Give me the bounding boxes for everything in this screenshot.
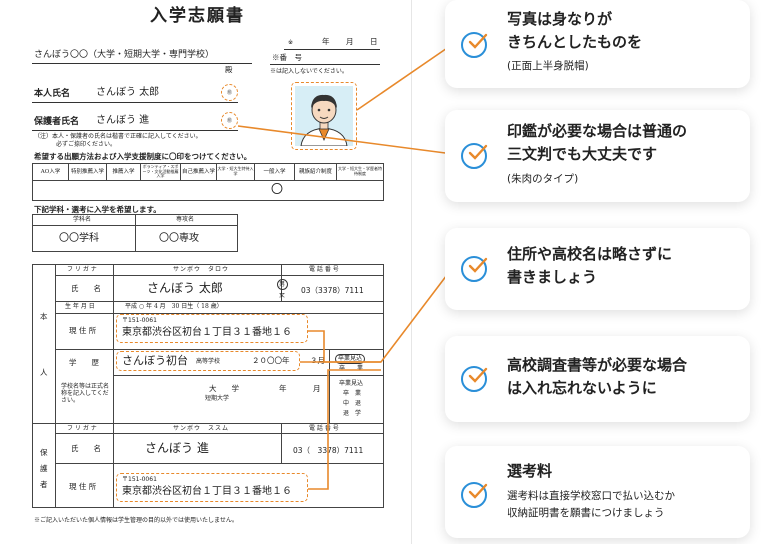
method-table: AO入学 特別推薦入学 推薦入学 ボランティア・スポーツ・文化活動推薦入学 自己… xyxy=(32,163,384,201)
dept-value: 〇〇学科 xyxy=(59,233,99,244)
date-mark: ※ xyxy=(288,39,294,46)
course-value: 〇〇専攻 xyxy=(159,233,199,244)
guardian-name-value: さんぼう 進 xyxy=(145,441,209,455)
applicant-name: さんぼう 太郎 xyxy=(96,87,160,98)
tip-card-photo: 写真は身なりが きちんとしたものを (正面上半身脱帽) xyxy=(445,0,750,88)
name-value: さんぼう 太郎 xyxy=(147,281,223,295)
guardian-address-highlight xyxy=(116,473,308,502)
applicant-seal: ㊞ xyxy=(221,84,238,101)
method-selected-mark: 〇 xyxy=(271,182,284,196)
form-title: 入学志願書 xyxy=(150,6,245,26)
tel-value: 03（3378）7111 xyxy=(301,286,364,295)
note-mark: ※は記入しないでください。 xyxy=(270,68,348,75)
check-circle-icon xyxy=(461,143,488,169)
tip-card-fee: 選考料 選考料は直接学校窓口で払い込むか 収納証明書を願書につけましょう xyxy=(445,446,750,538)
check-circle-icon xyxy=(461,256,488,282)
birth-value: 平成 ○ 年 4 月 30 日生（ 18 歳） xyxy=(125,303,223,310)
tip-card-seal: 印鑑が必要な場合は普通の 三文判でも大丈夫です (朱肉のタイプ) xyxy=(445,110,750,202)
personal-table: 本 人 保 護 者 フ リ ガ ナ サンボウ タロウ 電 話 番 号 氏 名 さ… xyxy=(32,264,384,508)
check-circle-icon xyxy=(461,366,488,392)
school-name: さんぼう初台 xyxy=(122,354,188,367)
check-circle-icon xyxy=(461,32,488,58)
school-line: さんぼう〇〇（大学・短期大学・専門学校） xyxy=(34,50,215,60)
check-circle-icon xyxy=(461,482,488,508)
photo-highlight xyxy=(291,82,357,150)
gender-female: 女 xyxy=(279,292,286,299)
dept-heading: 下記学科・選考に入学を希望します。 xyxy=(34,205,161,214)
guardian-seal: ㊞ xyxy=(221,112,238,129)
tono: 殿 xyxy=(225,65,233,74)
guardian-name: さんぼう 進 xyxy=(96,115,150,126)
tips-panel: 写真は身なりが きちんとしたものを (正面上半身脱帽) 印鑑が必要な場合は普通の… xyxy=(445,0,765,544)
tip-card-address: 住所や高校名は略さずに 書きましょう xyxy=(445,228,750,310)
applicant-label: 本人氏名 xyxy=(34,89,71,99)
dept-table: 学科名 専攻名 〇〇学科 〇〇専攻 xyxy=(32,214,238,252)
method-heading: 希望する出願方法および入学支援制度に〇印をつけてください。 xyxy=(34,152,252,161)
gender-male: 男 xyxy=(279,281,286,288)
address-highlight xyxy=(116,314,308,343)
number-label: ※番 号 xyxy=(272,53,302,62)
application-form: 入学志願書 さんぼう〇〇（大学・短期大学・専門学校） 殿 ※ 年 月 日 ※番 … xyxy=(32,0,412,544)
form-footer: ※ご記入いただいた個人情報は学生管理の目的以外では使用いたしません。 xyxy=(34,517,238,524)
guardian-label: 保護者氏名 xyxy=(34,117,80,127)
edu-status-selected: 卒業見込 xyxy=(335,354,366,364)
guardian-address-value: 東京都渋谷区初台１丁目３１番地１６ xyxy=(122,486,292,497)
tip-card-transcript: 高校調査書等が必要な場合 は入れ忘れないように xyxy=(445,336,750,422)
photo xyxy=(295,86,353,147)
school-highlight xyxy=(116,351,300,371)
address-value: 東京都渋谷区初台１丁目３１番地１６ xyxy=(122,327,292,338)
